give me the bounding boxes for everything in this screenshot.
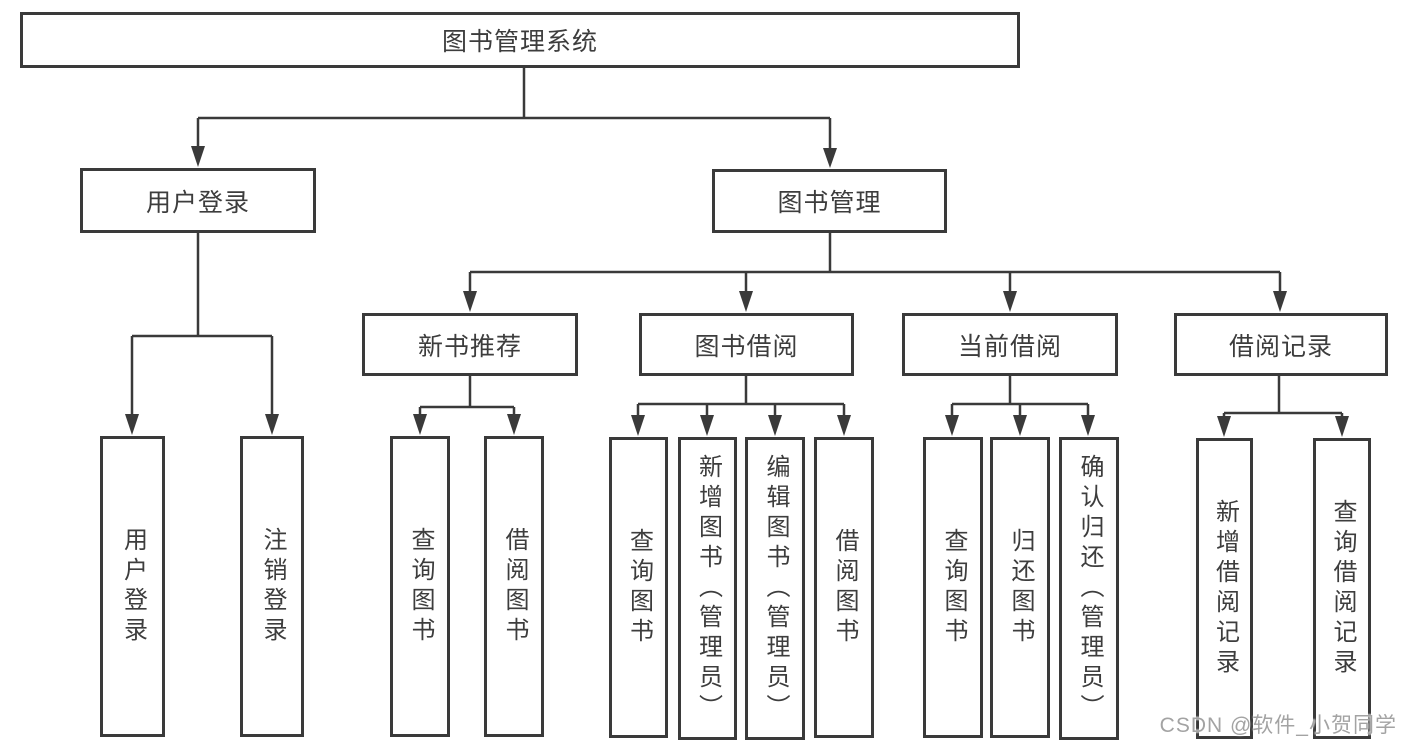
leaf-user-login: 用户登录 [100,436,165,737]
leaf-current-return-books-label: 归还图书 [1007,527,1034,648]
node-book-management: 图书管理 [712,169,947,233]
connector-borrow-records-children [1217,376,1349,437]
node-book-borrow: 图书借阅 [639,313,854,376]
node-current-borrow: 当前借阅 [902,313,1118,376]
leaf-borrow-edit-books-admin-label: 编辑图书（管理员） [762,453,789,724]
node-root: 图书管理系统 [20,12,1020,68]
node-root-label: 图书管理系统 [441,28,598,56]
leaf-newbook-borrow-books-label: 借阅图书 [501,526,528,647]
leaf-records-add: 新增借阅记录 [1196,438,1253,739]
leaf-borrow-borrow-books: 借阅图书 [814,437,874,738]
connector-user-login-children [125,233,279,435]
leaf-current-return-books: 归还图书 [990,437,1050,738]
leaf-borrow-add-books-admin-label: 新增图书（管理员） [694,453,722,724]
node-new-book-recommend: 新书推荐 [362,313,578,376]
connector-book-borrow-children [631,376,851,436]
watermark: CSDN @软件_小贺同学 [1159,714,1397,737]
leaf-borrow-edit-books-admin: 编辑图书（管理员） [745,437,805,740]
leaf-current-query-books-label: 查询图书 [940,527,967,648]
leaf-current-confirm-return-admin-label: 确认归还（管理员） [1076,453,1103,724]
leaf-records-query: 查询借阅记录 [1313,438,1371,739]
leaf-current-query-books: 查询图书 [923,437,983,738]
node-user-login-label: 用户登录 [145,188,250,217]
connector-root-to-level2 [191,68,837,168]
node-current-borrow-label: 当前借阅 [957,332,1062,361]
leaf-borrow-add-books-admin: 新增图书（管理员） [678,437,737,740]
node-borrow-records: 借阅记录 [1174,313,1388,376]
leaf-borrow-borrow-books-label: 借阅图书 [831,527,858,648]
leaf-records-query-label: 查询借阅记录 [1329,498,1356,679]
leaf-newbook-query-books-label: 查询图书 [407,526,434,647]
leaf-logout-label: 注销登录 [259,526,286,647]
leaf-borrow-query-books: 查询图书 [609,437,668,738]
leaf-user-login-label: 用户登录 [119,526,147,647]
leaf-newbook-borrow-books: 借阅图书 [484,436,544,737]
leaf-borrow-query-books-label: 查询图书 [625,527,653,648]
node-new-book-recommend-label: 新书推荐 [417,332,522,361]
leaf-logout: 注销登录 [240,436,304,737]
leaf-records-add-label: 新增借阅记录 [1211,498,1239,679]
leaf-newbook-query-books: 查询图书 [390,436,450,737]
connector-current-borrow-children [945,376,1095,436]
node-borrow-records-label: 借阅记录 [1228,332,1333,361]
node-user-login: 用户登录 [80,168,316,233]
leaf-current-confirm-return-admin: 确认归还（管理员） [1059,437,1119,740]
node-book-borrow-label: 图书借阅 [694,332,799,361]
connector-book-management-children [463,233,1287,312]
connector-new-book-recommend-children [413,376,521,435]
node-book-management-label: 图书管理 [777,189,882,217]
